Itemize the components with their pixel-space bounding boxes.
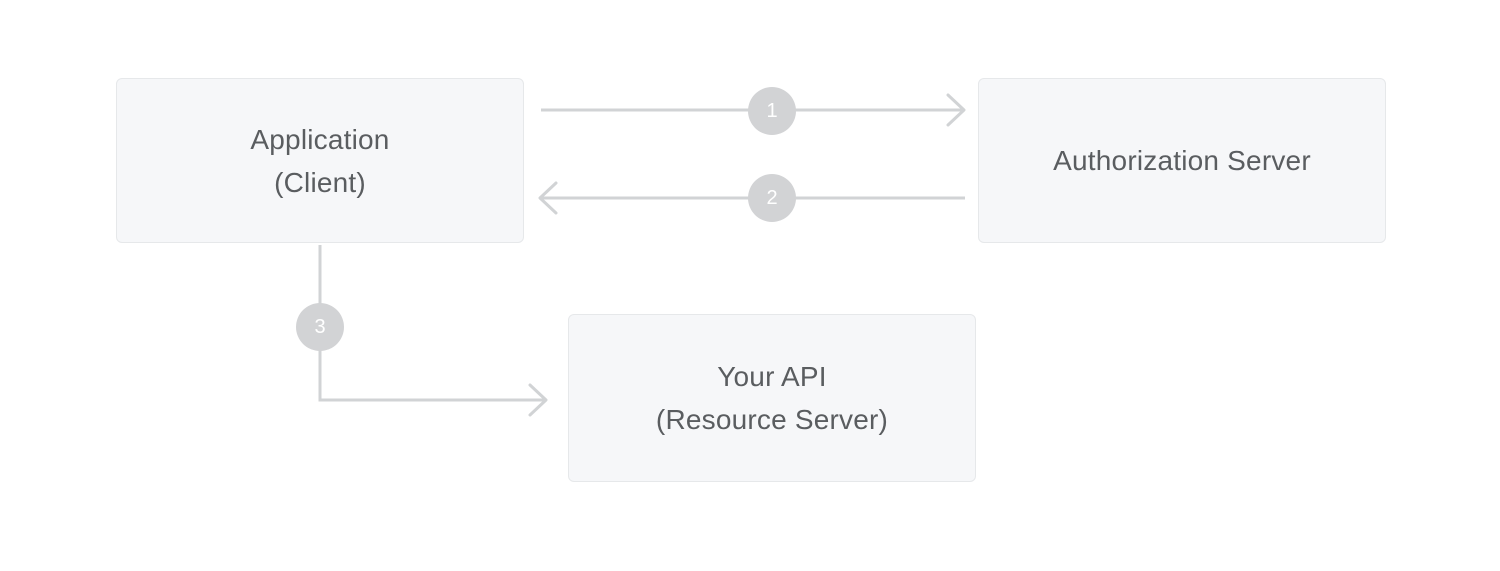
node-authorization-server[interactable]: Authorization Server — [978, 78, 1386, 243]
node-authorization-server-line-1: Authorization Server — [1053, 145, 1311, 176]
step-badge-2: 2 — [748, 174, 796, 222]
node-your-api[interactable]: Your API (Resource Server) — [568, 314, 976, 482]
step-badge-1: 1 — [748, 87, 796, 135]
node-application-line-2: (Client) — [274, 166, 366, 198]
step-badge-3: 3 — [296, 303, 344, 351]
node-your-api-line-1: Your API — [717, 361, 827, 392]
node-application[interactable]: Application (Client) — [116, 78, 524, 243]
edge-3-arrow — [318, 245, 548, 417]
node-your-api-line-2: (Resource Server) — [655, 404, 889, 435]
node-application-line-1: Application — [250, 123, 390, 155]
